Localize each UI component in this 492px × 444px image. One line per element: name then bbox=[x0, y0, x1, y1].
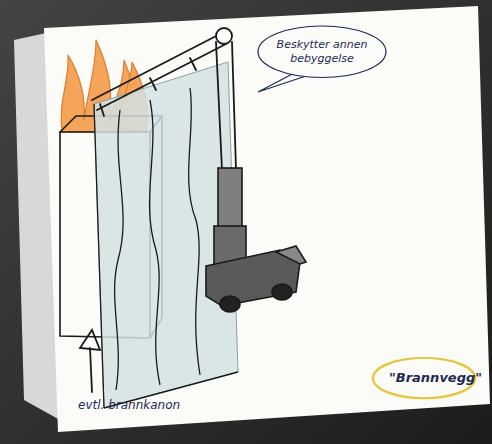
outline-ellipse bbox=[258, 26, 386, 78]
note-text: Beskytter annen bebyggelse bbox=[274, 38, 370, 66]
speech-bubble: Beskytter annen bebyggelse bbox=[264, 30, 380, 74]
circled-note: "Brannvegg" bbox=[379, 362, 469, 394]
outline-ellipse bbox=[373, 358, 475, 398]
handwritten-note: evtl. brannkanon bbox=[78, 398, 180, 412]
note-text: "Brannvegg" bbox=[389, 370, 459, 386]
